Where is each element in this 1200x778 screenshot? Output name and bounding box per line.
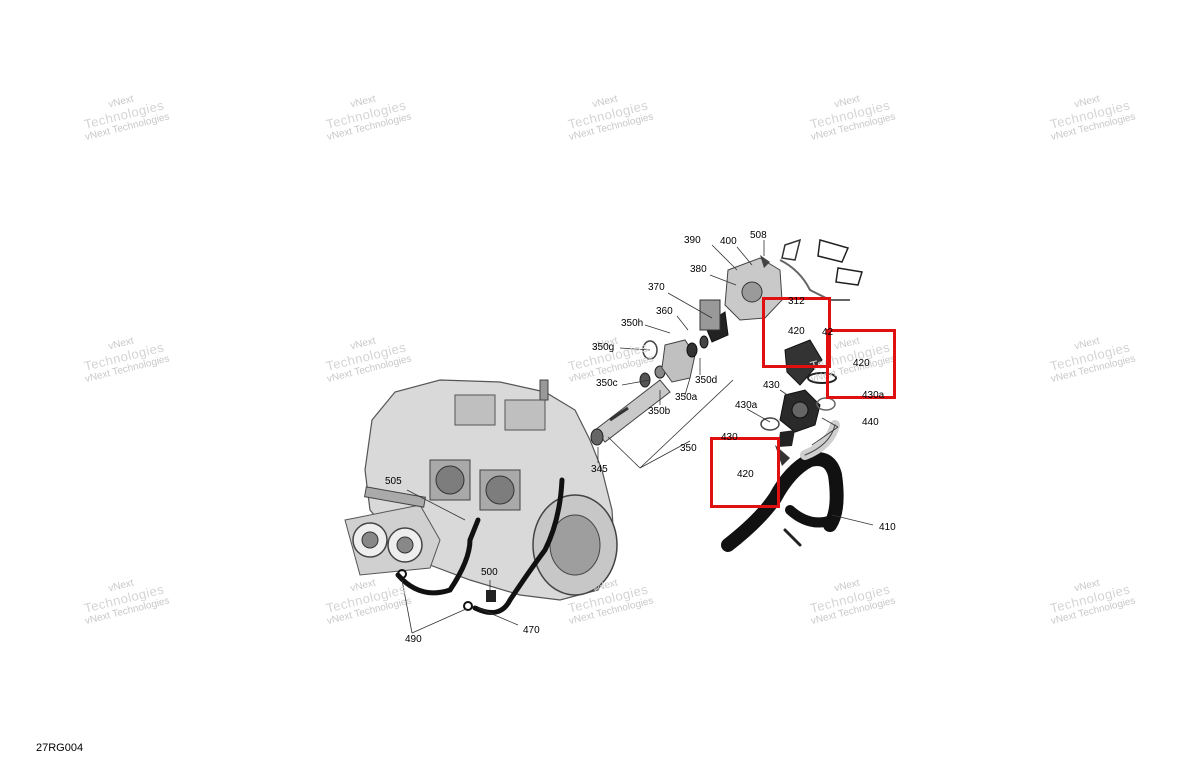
callout-470: 470 — [523, 625, 540, 636]
callout-370: 370 — [648, 282, 665, 293]
callout-430: 430 — [721, 432, 738, 443]
callout-410: 410 — [879, 522, 896, 533]
callout-505: 505 — [385, 476, 402, 487]
callout-390: 390 — [684, 235, 701, 246]
highlight-box — [762, 297, 831, 368]
callout-350: 350 — [680, 443, 697, 454]
leader-lines — [401, 240, 874, 634]
callout-360: 360 — [656, 306, 673, 317]
callout-430a: 430a — [735, 400, 758, 411]
bypass-hoses — [395, 477, 565, 615]
callout-430: 430 — [763, 380, 780, 391]
water-pump-shaft — [590, 335, 709, 446]
callout-430a: 430a — [862, 390, 885, 401]
callout-312: 312 — [788, 296, 805, 307]
callout-42: 42 — [822, 327, 834, 338]
callout-420: 420 — [853, 358, 870, 369]
callout-350d: 350d — [695, 375, 718, 386]
highlight-box — [826, 329, 896, 399]
callout-350b: 350b — [648, 406, 671, 417]
coolant-hose-410 — [721, 420, 844, 552]
hose-fitting — [486, 590, 496, 602]
callout-420: 420 — [737, 469, 754, 480]
callout-380: 380 — [690, 264, 707, 275]
callout-440: 440 — [862, 417, 879, 428]
callout-490: 490 — [405, 634, 422, 645]
callout-420: 420 — [788, 326, 805, 337]
callout-508: 508 — [750, 230, 767, 241]
throttle-bodies — [344, 486, 441, 576]
callout-350c: 350c — [596, 378, 618, 389]
callout-345: 345 — [591, 464, 608, 475]
callout-350g: 350g — [592, 342, 615, 353]
callout-400: 400 — [720, 236, 737, 247]
thermostat-housing — [760, 339, 837, 466]
highlight-box — [710, 437, 780, 508]
callout-350h: 350h — [621, 318, 644, 329]
pump-housing — [699, 238, 863, 343]
callout-350a: 350a — [675, 392, 698, 403]
figure-code: 27RG004 — [36, 742, 84, 754]
callout-500: 500 — [481, 567, 498, 578]
